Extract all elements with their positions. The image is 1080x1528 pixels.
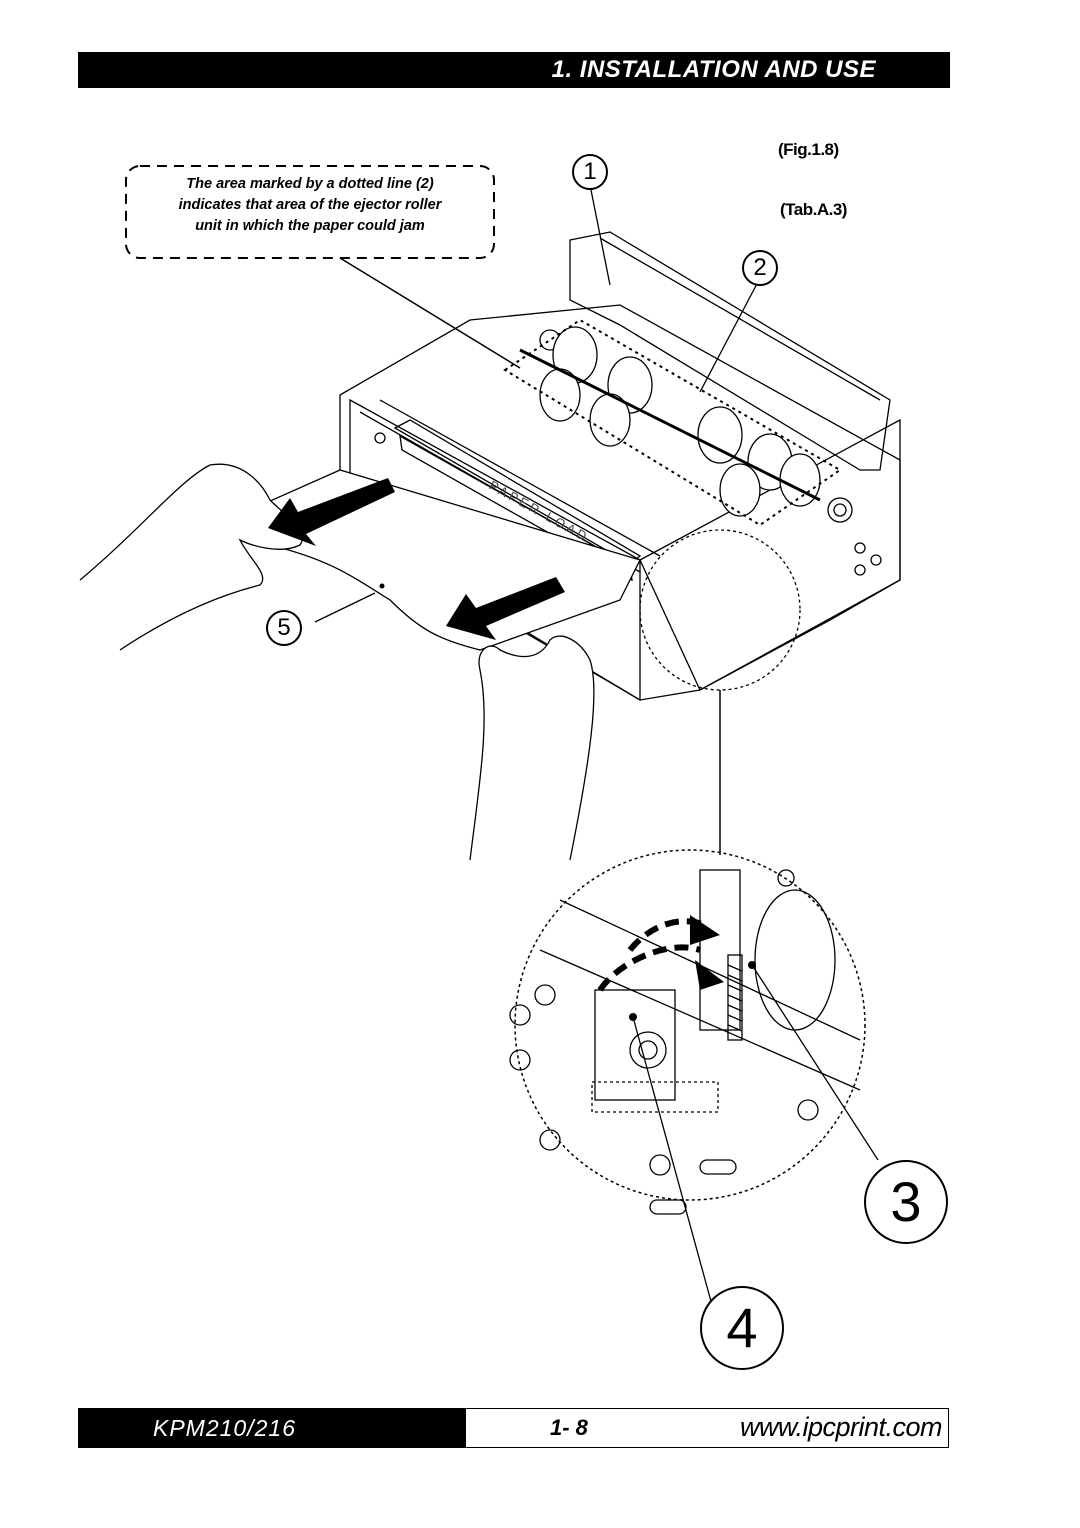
footer-info-box: 1- 8 www.ipcprint.com bbox=[466, 1408, 949, 1448]
callout-line-1: The area marked by a dotted line (2) bbox=[186, 176, 434, 192]
hands bbox=[79, 463, 595, 861]
marker-4: 4 bbox=[700, 1286, 784, 1370]
callout-line-2: indicates that area of the ejector rolle… bbox=[178, 197, 442, 213]
table-reference: (Tab.A.3) bbox=[780, 200, 847, 219]
page-footer: KPM210/216 1- 8 www.ipcprint.com bbox=[78, 1408, 950, 1448]
marker-leader-lines bbox=[314, 184, 879, 1306]
footer-url[interactable]: www.ipcprint.com bbox=[739, 1412, 943, 1442]
callout-dashed-border bbox=[125, 165, 495, 259]
rotation-arrows bbox=[597, 918, 707, 992]
marker-3: 3 bbox=[864, 1160, 948, 1244]
footer-model-box: KPM210/216 bbox=[78, 1408, 466, 1448]
callout-leader-line bbox=[339, 257, 521, 369]
header-bar: 1. INSTALLATION AND USE bbox=[78, 52, 950, 88]
footer-model: KPM210/216 bbox=[153, 1415, 296, 1441]
section-title: 1. INSTALLATION AND USE bbox=[551, 56, 876, 83]
detail-circle-small bbox=[639, 529, 801, 691]
jam-area-dotted-outline bbox=[503, 318, 842, 527]
page-number: 1- 8 bbox=[550, 1415, 588, 1440]
paper-sheet bbox=[249, 469, 641, 651]
detail-circle-large bbox=[514, 849, 866, 1201]
callout-line-3: unit in which the paper could jam bbox=[195, 218, 425, 234]
marker-1: 1 bbox=[572, 154, 608, 190]
figure-reference: (Fig.1.8) bbox=[778, 140, 839, 159]
ejector-rollers bbox=[519, 326, 821, 517]
magnified-lever-assembly bbox=[509, 869, 861, 1215]
printer-mechanism bbox=[339, 231, 901, 702]
callout-note: The area marked by a dotted line (2) ind… bbox=[124, 164, 496, 260]
marker-2: 2 bbox=[742, 250, 778, 286]
paper-load-label: PAPER LOAD bbox=[487, 478, 592, 545]
pull-arrows bbox=[268, 478, 565, 640]
marker-5: 5 bbox=[266, 610, 302, 646]
